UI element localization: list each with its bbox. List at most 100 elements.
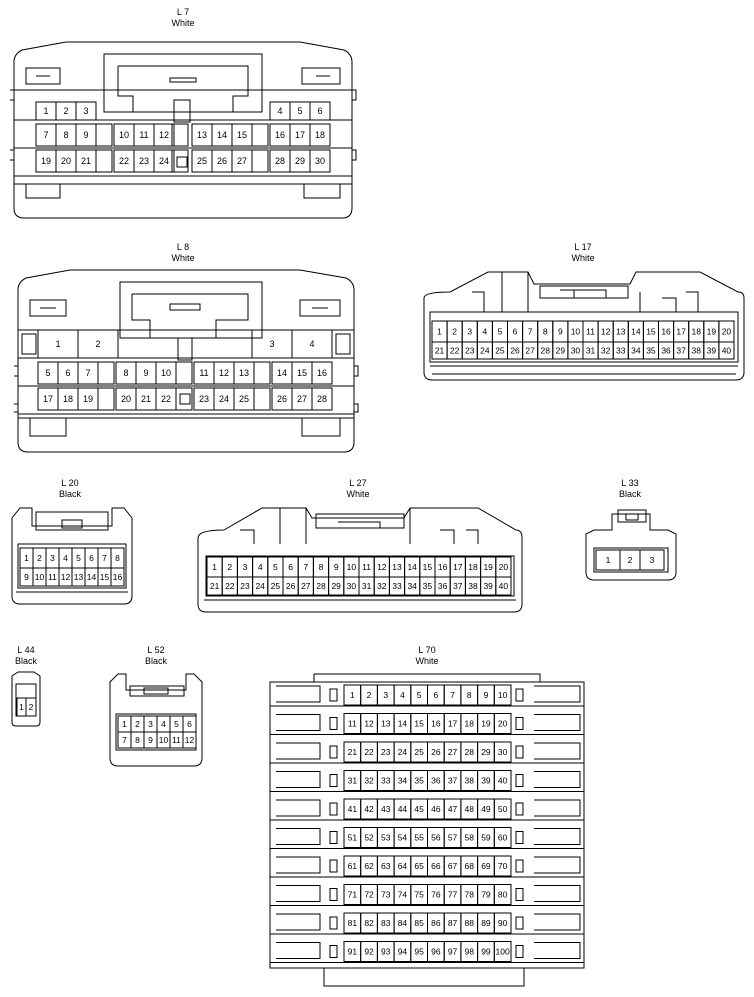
pin-cavity <box>493 684 512 706</box>
pin-number: 94 <box>398 946 408 956</box>
pin-number: 83 <box>381 918 391 928</box>
pin-number: 15 <box>237 130 247 140</box>
pin-number: 14 <box>217 130 227 140</box>
pin-cavity <box>110 567 125 587</box>
pin-number: 64 <box>398 861 408 871</box>
pin-number: 39 <box>483 581 493 591</box>
pin-number: 6 <box>317 106 322 116</box>
pin-number: 72 <box>364 889 374 899</box>
pin-number: 26 <box>277 394 287 404</box>
pin-number: 31 <box>348 775 358 785</box>
pin-cavity <box>309 149 331 173</box>
pin-number: 12 <box>159 130 169 140</box>
pin-number: 35 <box>414 775 424 785</box>
pin-number: 79 <box>481 889 491 899</box>
pin-number: 18 <box>465 718 475 728</box>
pin-number: 23 <box>465 345 475 355</box>
pin-number: 6 <box>433 690 438 700</box>
l70-row-frame <box>270 856 584 878</box>
pin-number: 86 <box>431 918 441 928</box>
pin-number: 24 <box>480 345 490 355</box>
pin-number: 22 <box>161 394 171 404</box>
pin-number: 4 <box>277 106 282 116</box>
pin-number: 17 <box>448 718 458 728</box>
pin-number: 2 <box>135 719 140 729</box>
pin-number: 5 <box>76 553 81 563</box>
pin-number: 4 <box>400 690 405 700</box>
pin-cavity <box>309 101 331 121</box>
pin-number: 1 <box>122 719 127 729</box>
l70-row-frame <box>270 685 584 707</box>
pin-cavity <box>495 576 512 596</box>
pin-number: 1 <box>212 562 217 572</box>
pin-number: 73 <box>381 889 391 899</box>
pin-number: 15 <box>423 562 433 572</box>
pin-number: 3 <box>83 106 88 116</box>
pin-number: 14 <box>87 572 97 582</box>
pin-number: 8 <box>63 130 68 140</box>
pin-number: 3 <box>269 339 274 349</box>
pin-cavity <box>291 329 333 359</box>
pin-number: 13 <box>392 562 402 572</box>
pin-number: 24 <box>159 156 169 166</box>
pin-number: 85 <box>414 918 424 928</box>
pin-number: 8 <box>123 368 128 378</box>
pin-number: 4 <box>482 326 487 336</box>
pin-number: 17 <box>295 130 305 140</box>
pin-number: 1 <box>437 326 442 336</box>
pin-number: 2 <box>628 555 633 565</box>
pin-cavity <box>153 123 175 147</box>
pin-number: 9 <box>24 572 29 582</box>
pin-number: 2 <box>29 702 34 712</box>
pin-number: 41 <box>348 804 358 814</box>
pin-number: 77 <box>448 889 458 899</box>
pin-number: 11 <box>139 130 148 140</box>
pin-number: 71 <box>348 889 358 899</box>
pin-number: 82 <box>364 918 374 928</box>
pin-number: 11 <box>586 326 595 336</box>
pin-cavity <box>309 123 331 147</box>
pin-number: 8 <box>135 735 140 745</box>
pin-number: 23 <box>240 581 250 591</box>
pin-number: 95 <box>414 946 424 956</box>
pin-cavity <box>329 717 338 730</box>
pin-number: 16 <box>661 326 671 336</box>
pin-number: 76 <box>431 889 441 899</box>
pin-number: 56 <box>431 832 441 842</box>
pin-cavity <box>311 361 333 385</box>
pin-cavity <box>515 945 524 958</box>
pin-cavity <box>175 361 193 385</box>
pin-number: 99 <box>481 946 491 956</box>
pin-number: 19 <box>707 326 717 336</box>
pin-number: 27 <box>237 156 247 166</box>
pin-cavity <box>251 123 269 147</box>
pin-number: 51 <box>348 832 358 842</box>
pin-number: 14 <box>277 368 287 378</box>
pin-number: 19 <box>83 394 93 404</box>
pin-cavity <box>329 916 338 930</box>
pin-number: 96 <box>431 946 441 956</box>
pin-number: 5 <box>273 562 278 572</box>
pin-number: 3 <box>383 690 388 700</box>
pin-number: 92 <box>364 946 374 956</box>
pin-number: 24 <box>398 747 408 757</box>
pin-number: 20 <box>498 718 508 728</box>
pin-number: 2 <box>227 562 232 572</box>
pin-number: 8 <box>115 553 120 563</box>
pin-number: 19 <box>481 718 491 728</box>
pin-number: 8 <box>319 562 324 572</box>
pin-number: 6 <box>187 719 192 729</box>
pin-number: 24 <box>219 394 229 404</box>
l70-row-frame <box>270 771 584 792</box>
l70-row-frame <box>270 885 584 906</box>
pin-number: 19 <box>41 156 51 166</box>
